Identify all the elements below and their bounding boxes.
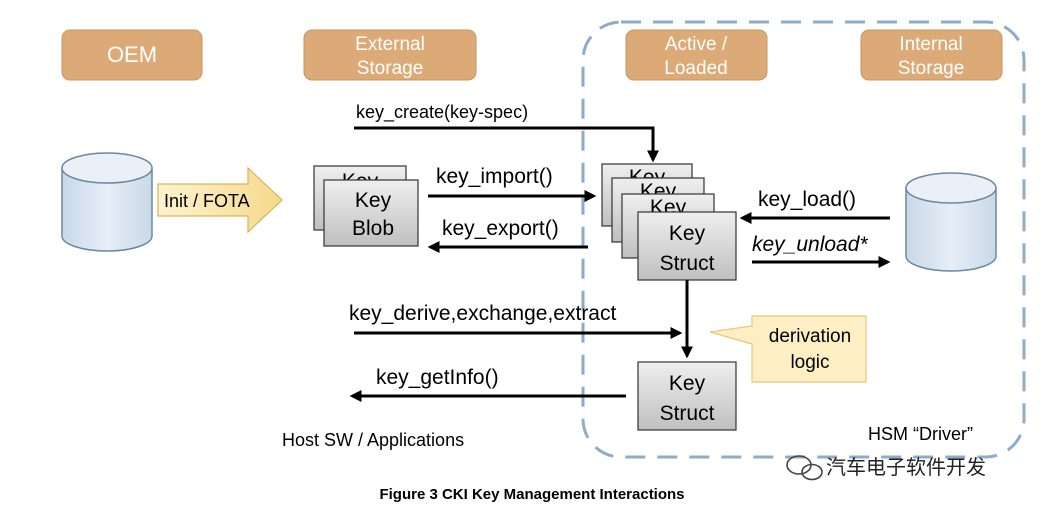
key-struct-derived-card: Key Struct: [637, 361, 737, 431]
header-external-storage: External Storage: [303, 29, 477, 81]
header-active-loaded: Active / Loaded: [625, 29, 768, 81]
init-fota-label: Init / FOTA: [164, 191, 250, 211]
header-external-line1: External: [355, 34, 425, 55]
key-blob-line2: Blob: [352, 217, 394, 240]
callout-line2: logic: [790, 352, 829, 373]
key-load-label: key_load(): [758, 188, 856, 211]
hsm-driver-label: HSM “Driver”: [868, 424, 973, 444]
key-struct-line2: Struct: [660, 252, 715, 275]
header-internal-line1: Internal: [899, 34, 962, 55]
key-unload-label: key_unload*: [752, 233, 868, 256]
key-derive-label: key_derive,exchange,extract: [349, 302, 616, 325]
figure-caption: Figure 3 CKI Key Management Interactions: [379, 486, 684, 503]
key-import-label: key_import(): [436, 165, 553, 188]
key-blob-card: Key Blob: [323, 179, 419, 247]
header-active-line1: Active /: [665, 34, 728, 55]
key-struct-derived-line1: Key: [669, 372, 706, 395]
header-internal-line2: Storage: [898, 58, 965, 79]
key-create-arrow: key_create(key-spec): [354, 102, 659, 163]
header-active-line2: Loaded: [664, 58, 727, 79]
header-oem-label: OEM: [107, 42, 157, 67]
header-oem: OEM: [61, 29, 203, 81]
callout-line1: derivation: [769, 326, 851, 347]
key-unload-arrow: key_unload*: [752, 233, 891, 268]
host-sw-label: Host SW / Applications: [282, 430, 464, 450]
key-blob-line1: Key: [355, 189, 392, 212]
key-getinfo-label: key_getInfo(): [376, 366, 499, 389]
header-external-line2: Storage: [357, 58, 424, 79]
key-getinfo-arrow: key_getInfo(): [349, 366, 626, 402]
key-create-label: key_create(key-spec): [356, 102, 528, 123]
key-export-label: key_export(): [442, 217, 559, 240]
internal-storage-database-icon: [905, 172, 997, 272]
wechat-icon: [786, 455, 823, 481]
watermark: 汽车电子软件开发: [786, 455, 986, 481]
key-export-arrow: key_export(): [427, 217, 588, 253]
key-load-arrow: key_load(): [739, 188, 890, 224]
key-struct-card: Key Struct: [637, 211, 737, 281]
key-derive-arrow: key_derive,exchange,extract: [349, 302, 683, 339]
key-import-arrow: key_import(): [428, 165, 597, 202]
watermark-text: 汽车电子软件开发: [826, 455, 986, 479]
oem-database-icon: [61, 152, 153, 252]
key-struct-derived-line2: Struct: [660, 402, 715, 425]
header-internal-storage: Internal Storage: [860, 29, 1003, 81]
derivation-logic-callout: derivation logic: [709, 315, 867, 383]
key-struct-line1: Key: [669, 222, 706, 245]
init-fota-arrow: Init / FOTA: [157, 166, 283, 234]
